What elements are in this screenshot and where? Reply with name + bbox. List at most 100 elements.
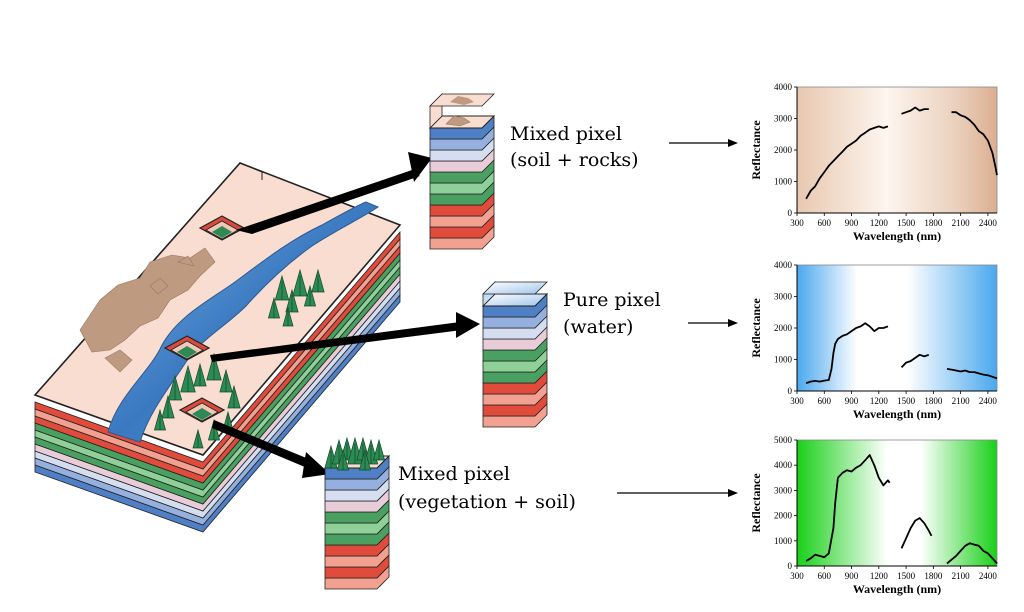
spectrum-line [805, 125, 889, 200]
tree [161, 394, 175, 419]
pixel-marker-vegetation [178, 397, 226, 423]
y-tick-label: 4000 [774, 260, 793, 270]
x-tick-label: 2400 [979, 396, 998, 406]
pixel-3-title: Mixed pixel [398, 463, 510, 485]
y-tick-label: 0 [788, 386, 793, 396]
y-tick-label: 3000 [774, 114, 793, 124]
stack-top-face [482, 281, 548, 295]
y-axis-label: Reflectance [749, 120, 763, 180]
pixel-marker-soil [198, 215, 246, 241]
spectrum-line [805, 454, 891, 562]
x-tick-label: 1500 [897, 218, 916, 228]
tree [206, 352, 222, 381]
tree [153, 408, 167, 431]
spectrum-line [900, 353, 930, 369]
tree [358, 448, 372, 471]
x-tick-label: 300 [790, 396, 804, 406]
spectrum-line [900, 517, 933, 549]
x-tick-label: 2100 [952, 396, 971, 406]
x-tick-label: 1800 [924, 218, 943, 228]
tree [192, 428, 204, 449]
arrow-to-water-pixel [210, 312, 480, 362]
arrow-to-water-spectrum [688, 319, 738, 327]
pixel-stack-soil-rocks [428, 93, 496, 250]
y-tick-label: 4000 [774, 460, 793, 470]
tree [282, 306, 294, 327]
x-tick-label: 900 [845, 218, 859, 228]
y-axis-label: Reflectance [749, 298, 763, 358]
tree [219, 368, 233, 393]
tree [372, 438, 386, 461]
chart-plot-area [796, 264, 998, 392]
pixel-marker-water [163, 335, 211, 361]
y-tick-label: 1000 [774, 177, 793, 187]
y-axis-label: Reflectance [749, 473, 763, 533]
x-axis-label: Wavelength (nm) [853, 229, 941, 243]
spectral-band-layers [34, 230, 401, 533]
x-tick-label: 300 [790, 571, 804, 581]
pixel-1-subtitle: (soil + rocks) [510, 149, 639, 171]
spectrum-line [946, 368, 998, 380]
rock-patches [79, 247, 216, 373]
x-axis-label: Wavelength (nm) [853, 407, 941, 421]
y-tick-label: 0 [788, 208, 793, 218]
forest [153, 268, 325, 449]
tree [336, 448, 350, 471]
tree [267, 296, 281, 319]
spectrum-line [951, 111, 998, 176]
x-tick-label: 600 [818, 396, 832, 406]
tree [311, 268, 325, 293]
chart-plot-area [796, 86, 998, 214]
x-tick-label: 1500 [897, 571, 916, 581]
spectral-band-layer [34, 230, 401, 470]
y-tick-label: 2000 [774, 323, 793, 333]
spectrum-line [946, 542, 998, 565]
x-tick-label: 900 [845, 571, 859, 581]
y-tick-label: 3000 [774, 485, 793, 495]
x-tick-label: 600 [818, 571, 832, 581]
x-tick-label: 900 [845, 396, 859, 406]
x-tick-label: 1800 [924, 396, 943, 406]
arrow-to-soil-pixel [236, 152, 432, 234]
pixel-2-title: Pure pixel [563, 289, 661, 311]
x-axis-label: Wavelength (nm) [853, 582, 941, 596]
pixel-2-subtitle: (water) [563, 316, 633, 338]
extraction-arrows [210, 152, 480, 478]
pixel-1-title: Mixed pixel [510, 123, 622, 145]
x-tick-label: 1200 [870, 396, 889, 406]
pixel-3-subtitle: (vegetation + soil) [398, 491, 576, 513]
rock-patch [445, 115, 471, 127]
chart-plot-area [796, 439, 998, 567]
y-tick-label: 1000 [774, 355, 793, 365]
x-tick-label: 2400 [979, 218, 998, 228]
tree [193, 362, 207, 387]
tree [167, 374, 183, 401]
y-tick-label: 3000 [774, 292, 793, 302]
rock-patch [450, 96, 474, 105]
tree [227, 384, 241, 409]
y-tick-label: 4000 [774, 82, 793, 92]
arrow-to-soil-spectrum [669, 139, 738, 147]
x-tick-label: 1200 [870, 218, 889, 228]
y-tick-label: 2000 [774, 145, 793, 155]
x-tick-label: 2400 [979, 571, 998, 581]
spectrum-chart-water: 300 600 900 1200 1500 1800 2100 2400 0 1000 2000 30… [749, 260, 997, 421]
x-tick-label: 1200 [870, 571, 889, 581]
tree [180, 364, 196, 393]
pixel-stack-vegetation-soil [323, 436, 391, 590]
tree [303, 284, 317, 307]
x-tick-label: 2100 [952, 218, 971, 228]
y-tick-label: 2000 [774, 511, 793, 521]
spectrum-line [901, 106, 929, 115]
y-tick-label: 1000 [774, 536, 793, 546]
y-tick-label: 5000 [774, 435, 793, 445]
arrow-to-vegetation-spectrum [617, 489, 738, 497]
tree [285, 288, 299, 313]
x-tick-label: 2100 [952, 571, 971, 581]
x-tick-label: 300 [790, 218, 804, 228]
x-tick-label: 1500 [897, 396, 916, 406]
hyperspectral-cube [33, 162, 402, 533]
